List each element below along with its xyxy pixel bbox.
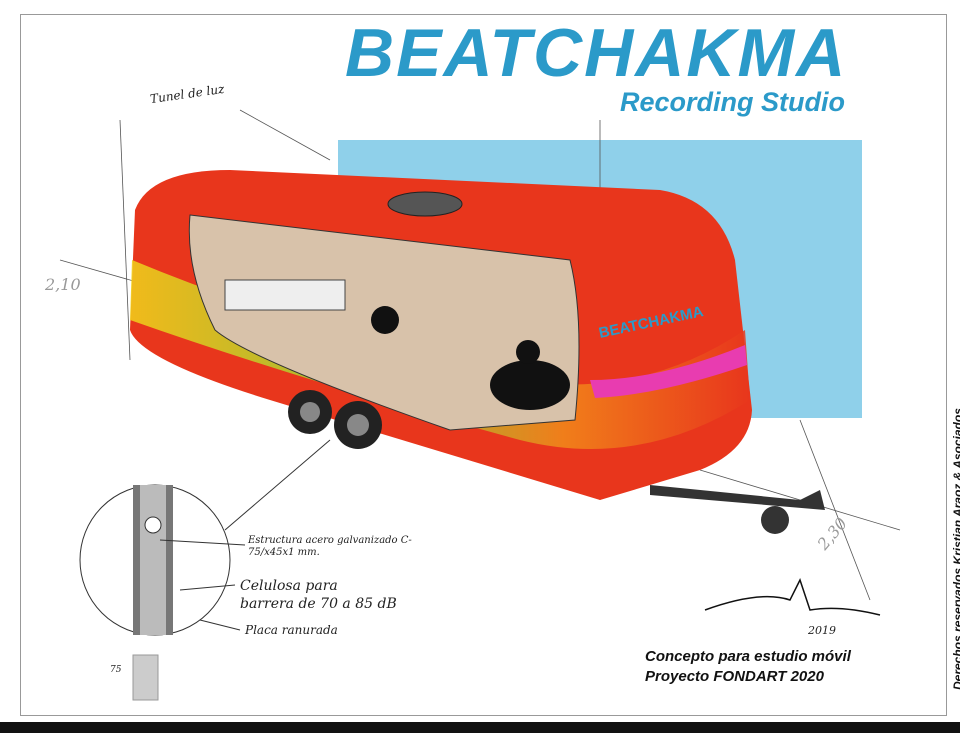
tow-hitch (650, 485, 825, 510)
wheel-hub (347, 414, 369, 436)
bottom-bar (0, 722, 960, 733)
signature (704, 578, 881, 616)
musician-body (490, 360, 570, 410)
wall-panel-inner (140, 485, 166, 635)
annotation-detail-dim: 75 (110, 665, 122, 675)
caption-line-2: Proyecto FONDART 2020 (645, 668, 824, 685)
wall-panel-hole (144, 516, 162, 534)
studio-desk (224, 279, 346, 311)
poster-subtitle: Recording Studio (620, 87, 845, 117)
signature-year: 2019 (808, 624, 836, 637)
annotation-height: 2,10 (45, 275, 81, 294)
annotation-cellulose-1: Celulosa para (240, 578, 338, 594)
caption-line-1: Concepto para estudio móvil (645, 648, 851, 665)
credits-vertical: Derechos reservados Kristian Araoz & Aso… (951, 408, 960, 690)
light-tunnel-hatch (387, 191, 463, 217)
seated-person-head (371, 306, 399, 334)
annotation-cellulose-2: barrera de 70 a 85 dB (240, 596, 397, 612)
jockey-wheel (761, 506, 789, 534)
leader-lines (159, 439, 331, 631)
trailer-stripes (130, 260, 750, 449)
trailer-pink-stripe (590, 345, 747, 398)
poster-title: BEATCHAKMA (345, 15, 848, 91)
poster-frame (20, 14, 947, 716)
annotation-structure: Estructura acero galvanizado C-75/x45x1 … (248, 535, 412, 558)
wheel-hub (300, 402, 320, 422)
profile-section-detail (132, 654, 159, 701)
annotation-panel: Placa ranurada (245, 623, 338, 637)
musician-head (516, 340, 540, 364)
